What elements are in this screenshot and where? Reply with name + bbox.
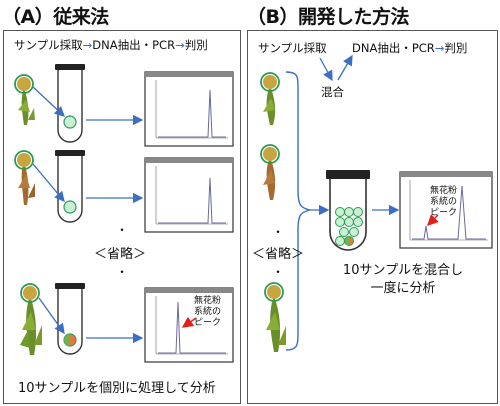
panel-b-caption: 10サンプルを混合し 一度に分析 — [330, 262, 476, 298]
peak-label-line: 無花粉 — [194, 296, 222, 306]
plant-sample-b3 — [264, 282, 286, 352]
chromatogram-a2 — [144, 157, 234, 233]
panel-a-title: （A）従来法 — [2, 6, 109, 28]
peak-label-line: 無花粉 — [430, 186, 458, 196]
panel-b-omitted: ＜省略＞ — [252, 247, 305, 262]
panel-b-mixing-label: 混合 — [321, 85, 344, 99]
tube-a3 — [55, 283, 85, 355]
plant-sample-a3 — [20, 283, 42, 355]
chromatogram-a1 — [144, 71, 234, 147]
peak-label-line: ピーク — [194, 318, 222, 328]
flow-judge-label: 判別 — [444, 41, 468, 55]
flow-dna-label: DNA抽出・PCR — [92, 38, 176, 52]
plant-sample-b1 — [260, 72, 280, 125]
flow-arrow-2: → — [175, 38, 185, 52]
panel-a-dot-bottom: ・ — [116, 265, 129, 279]
panel-a-caption: 10サンプルを個別に処理して分析 — [18, 381, 216, 396]
mixed-tube — [326, 170, 370, 251]
chromatogram-a3 — [144, 287, 234, 363]
panel-b-dot-top: ・ — [272, 225, 285, 239]
peak-label-line: ピーク — [430, 208, 458, 218]
flow-sampling-label: サンプル採取 — [14, 38, 83, 52]
panel-b-dna-flow: DNA抽出・PCR→判別 — [352, 40, 467, 56]
plant-sample-a2 — [14, 150, 35, 205]
panel-a-omitted: ＜省略＞ — [94, 247, 147, 262]
chromatogram-b — [399, 171, 493, 249]
panel-a-dot-top: ・ — [116, 223, 129, 237]
panel-b-dot-bottom: ・ — [272, 265, 285, 279]
panel-b-peak-label: 無花粉 系統の ピーク — [430, 186, 457, 219]
flow-arrow-1: → — [82, 38, 93, 52]
plant-sample-a1 — [14, 74, 35, 125]
plant-sample-b2 — [260, 144, 280, 200]
peak-label-line: 系統の — [430, 197, 458, 207]
flow-arrow: → — [434, 41, 445, 55]
tube-a2 — [55, 150, 85, 223]
caption-line-1: 10サンプルを混合し — [342, 263, 464, 278]
panel-a-peak-label: 無花粉 系統の ピーク — [194, 296, 221, 329]
panel-a-flow: サンプル採取→DNA抽出・PCR→判別 — [14, 37, 208, 53]
peak-label-line: 系統の — [194, 307, 222, 317]
collect-bracket — [285, 71, 330, 351]
panel-b-sampling-label: サンプル採取 — [258, 41, 327, 55]
tube-a1 — [55, 64, 85, 143]
flow-judge-label: 判別 — [184, 38, 208, 52]
flow-dna-label: DNA抽出・PCR — [352, 41, 435, 55]
caption-line-2: 一度に分析 — [370, 281, 436, 296]
panel-b-title: （B）開発した方法 — [247, 6, 409, 28]
